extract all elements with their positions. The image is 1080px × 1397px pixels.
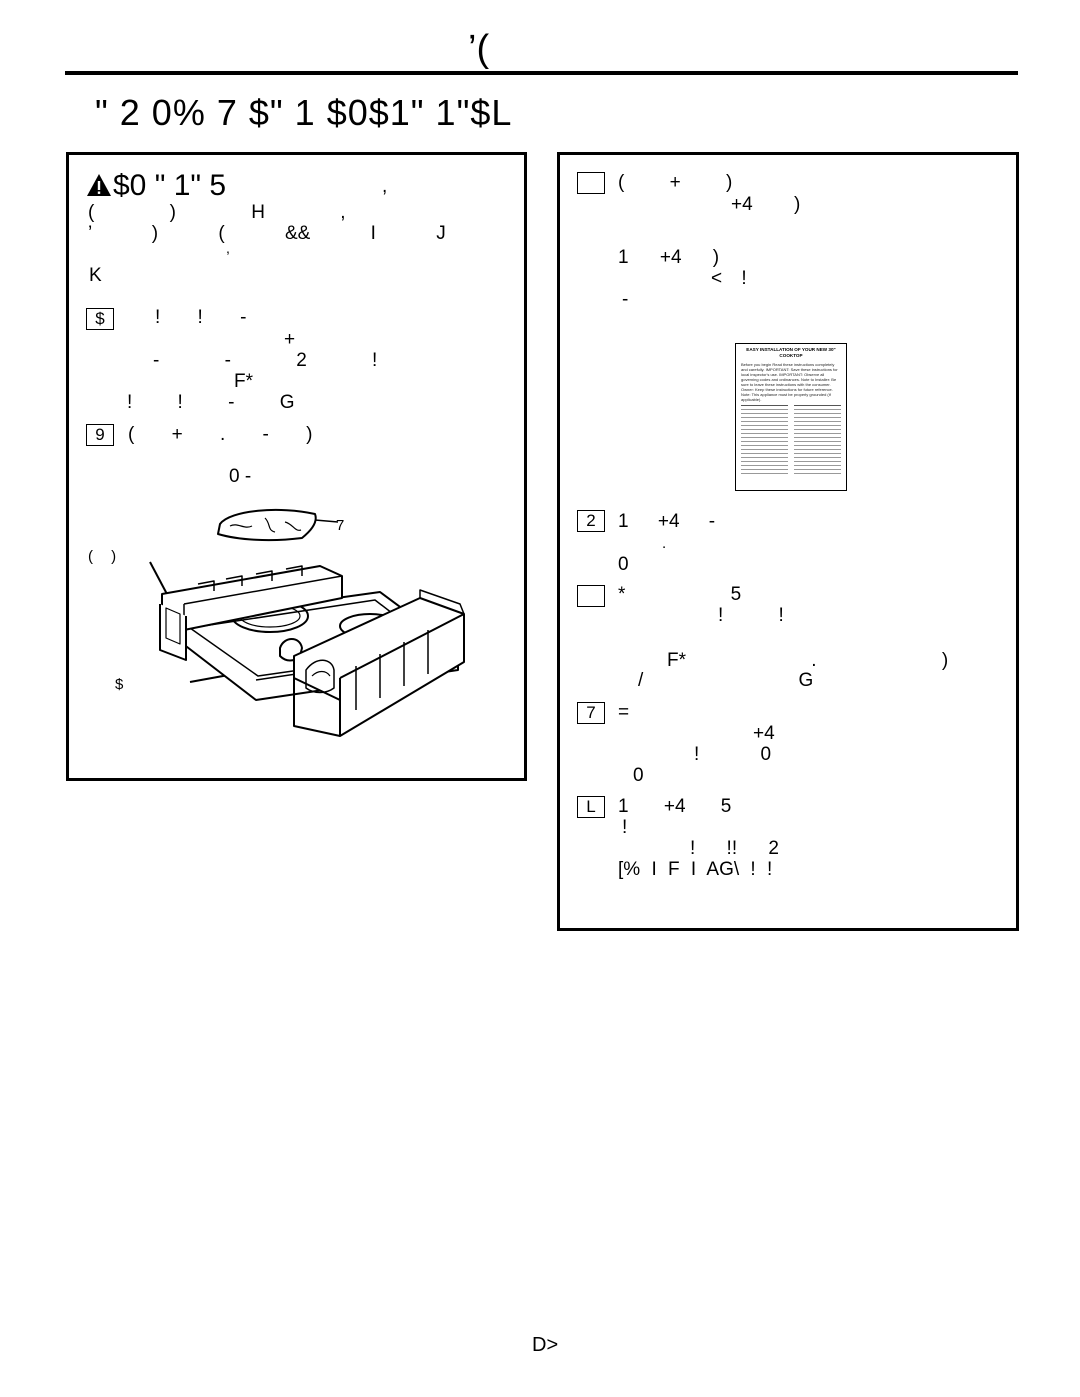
step2-line: 1 +4 -: [618, 511, 716, 532]
instructions-box: [557, 152, 1019, 931]
page-number: D>: [532, 1334, 559, 1356]
step3-line: / G: [638, 670, 814, 691]
step3-line: * 5: [618, 584, 742, 605]
step4-line: ! 0: [694, 744, 772, 765]
illustration-label-side: $: [115, 676, 124, 693]
installation-manual-image: EASY INSTALLATION OF YOUR NEW 30" COOKTO…: [735, 343, 847, 491]
step-a-line: - - 2 !: [153, 350, 378, 371]
step-number-box: [577, 172, 605, 194]
step-number-box: 7: [577, 702, 605, 724]
step4-line: 0: [633, 765, 644, 786]
step-number-box: [577, 585, 605, 607]
step5-line: 1 +4 5: [618, 796, 732, 817]
warning-line: K: [89, 265, 102, 286]
step-a-line: ! ! - G: [127, 392, 295, 413]
step1-line: +4 ): [731, 194, 801, 215]
manual-body: Before you begin Read these instructions…: [741, 362, 838, 402]
warning-title: $0 " 1" 5: [113, 169, 227, 202]
step-number-box: 2: [577, 510, 605, 532]
step-number-box: $: [86, 308, 114, 330]
step5-line: ! !! 2: [690, 838, 779, 859]
step-b-line: 0 -: [229, 466, 252, 487]
manual-title: EASY INSTALLATION OF YOUR NEW 30" COOKTO…: [746, 347, 836, 358]
step1-line: < !: [711, 268, 747, 289]
step-number-box: 9: [86, 424, 114, 446]
step2-line: 0: [618, 554, 629, 575]
step-a-line: ! ! -: [155, 307, 247, 328]
step1-line: -: [622, 289, 629, 310]
illustration-label-packet: 7: [336, 517, 345, 534]
warning-line: ’ ) ( && I J: [88, 223, 446, 244]
step4-line: =: [618, 702, 630, 723]
cooktop-packaging-illustration: [149, 508, 465, 737]
section-title: " 2 0% 7 $" 1 $0$1" 1"$L: [95, 92, 513, 133]
step2-line: .: [662, 535, 667, 552]
warning-icon: [87, 174, 111, 196]
step3-line: F* . ): [667, 650, 949, 671]
step-a-line: +: [284, 329, 296, 350]
step5-line: [% I F I AG\ ! !: [618, 859, 773, 880]
step5-line: !: [622, 817, 628, 838]
step1-line: ( + ): [618, 172, 733, 193]
page-header-title: ’(: [468, 28, 490, 70]
header-rule: [65, 71, 1018, 75]
step-a-line: F*: [234, 371, 253, 392]
warning-line: ( ) H ,: [88, 202, 346, 223]
warning-line: ,: [226, 240, 230, 256]
step4-line: +4: [753, 723, 775, 744]
step3-line: ! !: [718, 605, 784, 626]
step1-line: 1 +4 ): [618, 247, 720, 268]
illustration-label-top: ( ): [88, 548, 117, 565]
warning-title-tail: ,: [382, 176, 388, 197]
step-number-box: L: [577, 796, 605, 818]
step-b-line: ( + . - ): [128, 424, 313, 445]
warning-box: [66, 152, 527, 781]
